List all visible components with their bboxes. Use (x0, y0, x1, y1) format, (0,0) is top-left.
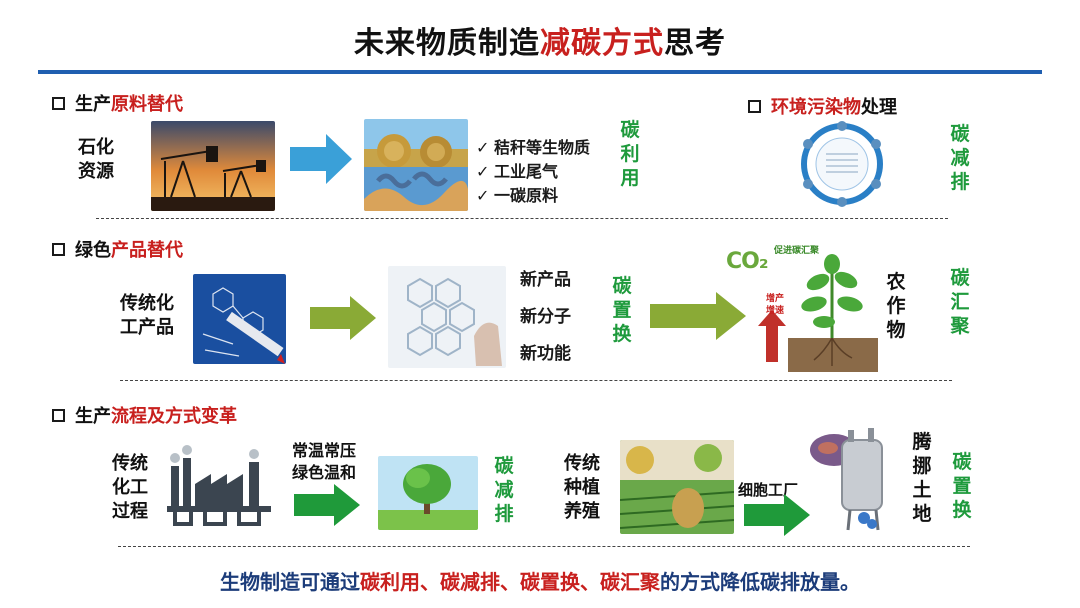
divider (120, 380, 952, 381)
bioreactor-image (806, 420, 902, 536)
list-item: ✓秸秆等生物质 (476, 136, 590, 160)
title-part3: 思考 (664, 26, 726, 61)
arrow-right-icon (310, 296, 376, 340)
traditional-farming-label: 传统 种植 养殖 (564, 453, 600, 522)
conclusion-text: 生物制造可通过碳利用、碳减排、碳置换、碳汇聚的方式降低碳排放量。 (220, 570, 860, 594)
heading-green-prefix: 绿色 (75, 240, 111, 261)
title-highlight: 减碳方式 (540, 26, 664, 61)
arrow-right-icon (650, 292, 746, 340)
pollutant-cycle-diagram (780, 118, 904, 210)
heading-green-highlight: 产品替代 (111, 240, 183, 261)
checkbox-square-icon (748, 99, 761, 113)
heading-env-highlight: 环境污染物 (771, 97, 861, 118)
tree-image (378, 456, 478, 530)
heading-env-suffix: 处理 (861, 97, 897, 118)
list-item: 新分子 (520, 307, 571, 327)
arrow-right-icon (744, 494, 810, 536)
cell-factory-label: 细胞工厂 (738, 481, 799, 499)
list-item: ✓工业尾气 (476, 160, 590, 184)
title-part1: 未来物质制造 (354, 26, 540, 61)
heading-process-prefix: 生产 (75, 406, 111, 427)
heading-process-change: 生产流程及方式变革 (52, 402, 237, 428)
biomass-image (364, 119, 468, 211)
promote-carbon-sink-label: 促进碳汇聚 (774, 246, 820, 256)
factory-icon (165, 444, 273, 530)
raw-material-list: ✓秸秆等生物质 ✓工业尾气 ✓一碳原料 (476, 136, 590, 208)
free-land-label: 腾 挪 土 地 (912, 431, 932, 525)
check-icon: ✓ (476, 162, 490, 181)
heading-env-pollutant: 环境污染物处理 (748, 93, 897, 119)
crop-label: 农 作 物 (886, 271, 906, 341)
effect-carbon-replacement-land: 碳 置 换 (952, 451, 972, 521)
new-product-list: 新产品 新分子 新功能 (520, 262, 571, 373)
list-item: 新产品 (520, 270, 571, 290)
crop-illustration (728, 242, 878, 372)
checkbox-square-icon (52, 242, 65, 256)
mild-condition-label: 常温常压 绿色温和 (292, 441, 357, 482)
check-icon: ✓ (476, 138, 490, 157)
heading-raw-material: 生产原料替代 (52, 90, 183, 116)
effect-carbon-sink: 碳 汇 聚 (950, 267, 970, 337)
effect-carbon-utilization: 碳 利 用 (620, 119, 640, 189)
heading-green-product: 绿色产品替代 (52, 236, 183, 262)
traditional-process-label: 传统 化工 过程 (112, 453, 148, 522)
page-title: 未来物质制造减碳方式思考 (0, 18, 1080, 62)
list-item: 新功能 (520, 344, 571, 364)
arrow-right-icon (294, 484, 360, 526)
traditional-chemical-label: 传统化 工产品 (120, 293, 174, 338)
list-item: ✓一碳原料 (476, 184, 590, 208)
chemical-formula-image (193, 274, 286, 364)
heading-raw-highlight: 原料替代 (111, 94, 183, 115)
effect-carbon-replacement: 碳 置 换 (612, 275, 632, 345)
checkbox-square-icon (52, 96, 65, 110)
farming-image (620, 440, 734, 534)
effect-carbon-reduction-env: 碳 减 排 (950, 123, 970, 193)
title-rule (38, 70, 1042, 74)
arrow-right-icon (290, 134, 352, 184)
divider (118, 546, 970, 547)
petrochemical-label: 石化 资源 (78, 137, 114, 182)
increase-yield-label: 增产 增速 (766, 294, 785, 316)
co2-label: CO₂ (726, 249, 768, 274)
checkbox-square-icon (52, 408, 65, 422)
molecule-icons-image (388, 266, 506, 368)
oil-pump-image (151, 121, 275, 211)
heading-process-highlight: 流程及方式变革 (111, 406, 237, 427)
check-icon: ✓ (476, 186, 490, 205)
effect-carbon-reduction-process: 碳 减 排 (494, 455, 514, 525)
heading-raw-prefix: 生产 (75, 94, 111, 115)
divider (96, 218, 948, 219)
